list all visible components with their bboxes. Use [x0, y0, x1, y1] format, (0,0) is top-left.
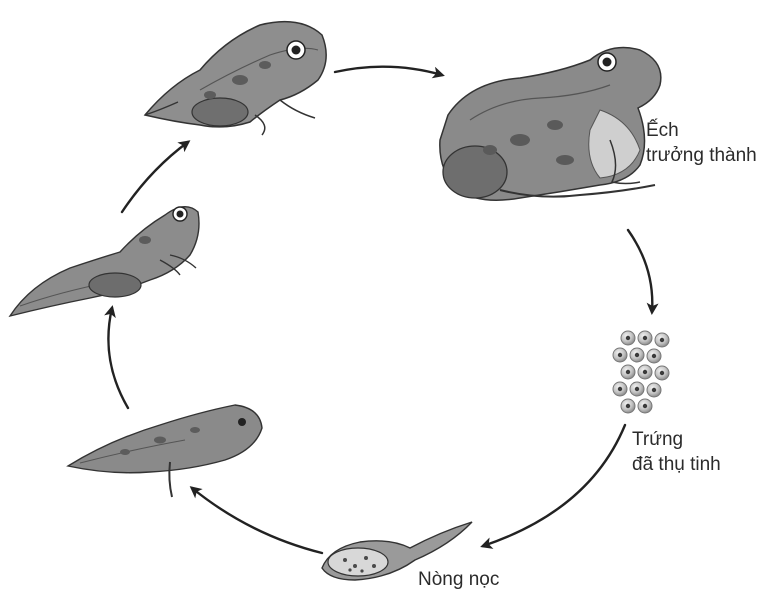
- arrow-legged-tadpole-to-froglet: [108, 308, 128, 408]
- fertilized-eggs-label-line-2: đã thụ tinh: [632, 452, 721, 477]
- arrow-tadpole-to-legged-tadpole: [192, 488, 322, 553]
- arrow-froglet-to-young-frog: [122, 142, 188, 212]
- arrow-eggs-to-tadpole: [483, 425, 625, 546]
- tadpole-label: Nòng nọc: [418, 567, 499, 592]
- adult-frog-label-line-1: Ếch: [646, 118, 757, 143]
- arrow-young-frog-to-adult: [335, 67, 442, 75]
- egg-cluster-illustration: [613, 331, 669, 413]
- froglet-illustration: [10, 207, 199, 316]
- adult-frog-label: Ếch trưởng thành: [646, 118, 757, 168]
- legged-tadpole-illustration: [68, 405, 262, 497]
- fertilized-eggs-label-line-1: Trứng: [632, 427, 721, 452]
- fertilized-eggs-label: Trứng đã thụ tinh: [632, 427, 721, 477]
- young-frog-illustration: [145, 22, 326, 135]
- adult-frog-label-line-2: trưởng thành: [646, 143, 757, 168]
- adult-frog-illustration: [440, 48, 661, 201]
- tadpole-label-line-1: Nòng nọc: [418, 567, 499, 592]
- arrow-adult-to-eggs: [628, 230, 652, 312]
